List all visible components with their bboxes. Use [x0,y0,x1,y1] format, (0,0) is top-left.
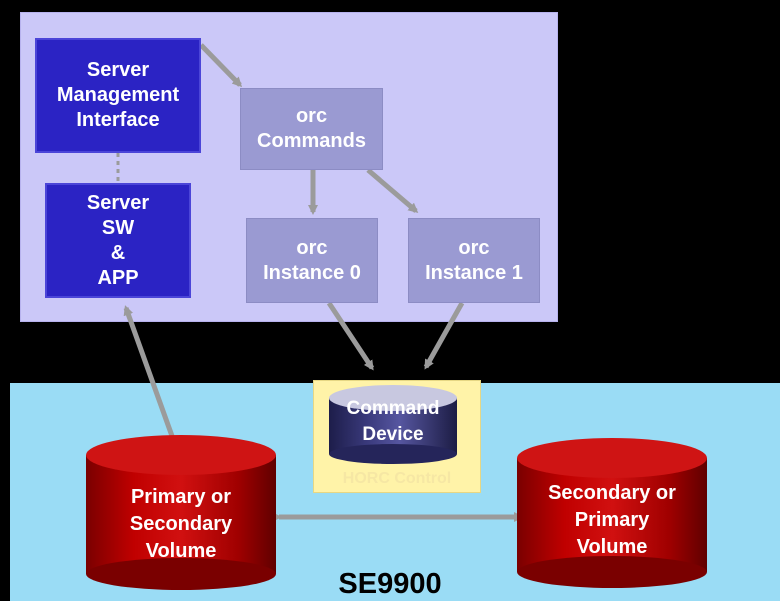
primary-volume-label: Primary or Secondary Volume [129,486,233,562]
command-device-label: Command Device [346,398,440,445]
command-device-cylinder [329,385,457,464]
arrow-smi-to-commands [199,43,243,88]
arrow-instance0-to-device [326,301,375,371]
storage-system-label: SE9900 [338,568,442,600]
arrow-instance1-to-device [423,301,465,370]
server-sw-app-label: Server SW & APP [86,191,150,289]
command-device-caption: HORC Control [342,470,452,487]
orc-commands-label: orc Commands [257,105,366,152]
primary-volume-cylinder [86,435,276,590]
secondary-volume-cylinder [517,438,707,588]
arrow-volume-to-app [123,305,175,437]
server-management-interface-box: Server Management Interface [35,38,201,153]
secondary-volume-label: Secondary or Primary Volume [548,482,676,558]
orc-instance-0-box: orc Instance 0 [246,218,378,303]
orc-instance-1-box: orc Instance 1 [408,218,540,303]
server-management-interface-label: Server Management Interface [56,59,180,131]
arrow-commands-to-instance1 [366,168,419,213]
orc-commands-box: orc Commands [240,88,383,170]
orc-instance-0-label: orc Instance 0 [263,236,361,284]
server-sw-app-box: Server SW & APP [45,183,191,298]
orc-instance-1-label: orc Instance 1 [425,236,523,284]
